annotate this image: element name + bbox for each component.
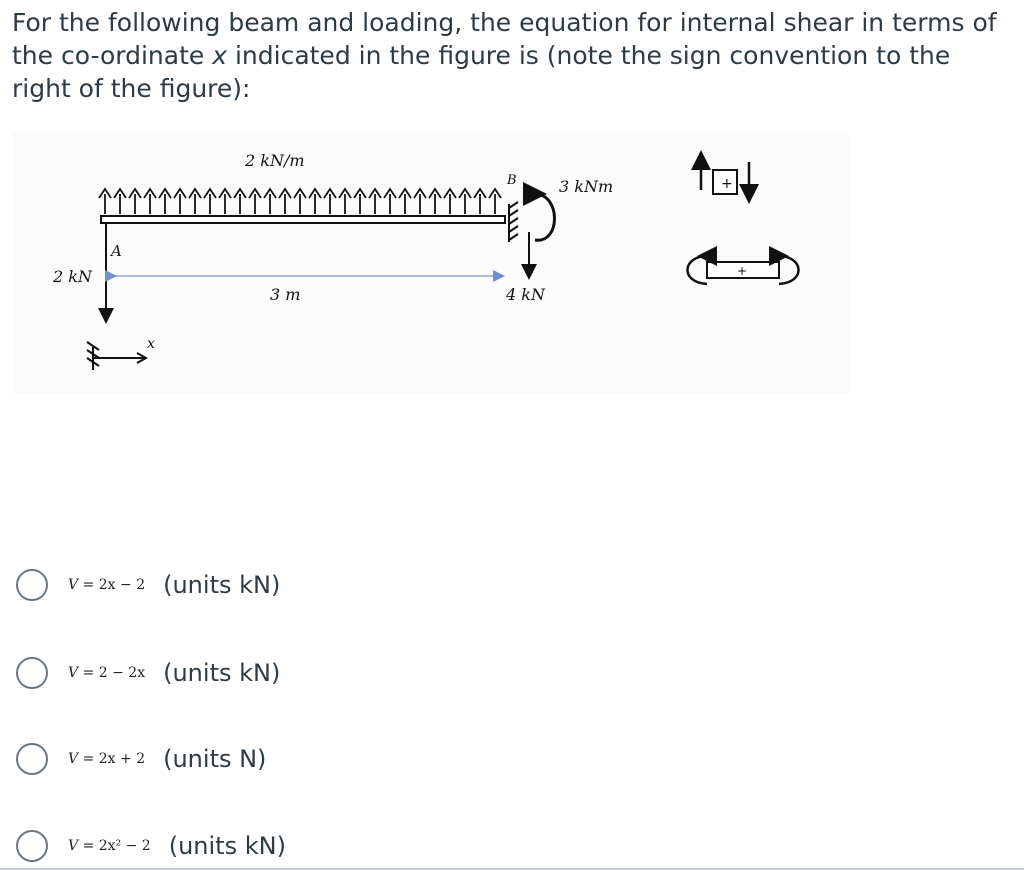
moment-arrow-icon <box>522 181 556 242</box>
radio-button-icon[interactable] <box>16 569 48 601</box>
option-units: (units kN) <box>163 571 281 599</box>
distributed-load-label: 2 kN/m <box>244 151 305 170</box>
option-equation: V = 2x − 2 <box>68 577 146 593</box>
question-text-part-2: indicated in the figure is (note the sig… <box>12 41 951 103</box>
option-equation: V = 2x + 2 <box>68 751 146 767</box>
moment-plus-sign: + <box>737 264 747 278</box>
answer-option-4[interactable]: V = 2x² − 2 (units kN) <box>16 828 286 864</box>
coordinate-axis-icon <box>86 341 149 370</box>
answer-option-1[interactable]: V = 2x − 2 (units kN) <box>16 567 280 603</box>
span-label: 3 m <box>270 285 300 304</box>
answer-option-3[interactable]: V = 2x + 2 (units N) <box>16 741 266 777</box>
beam <box>100 215 506 224</box>
answer-option-2[interactable]: V = 2 − 2x (units kN) <box>16 655 280 691</box>
option-equation: V = 2x² − 2 <box>68 838 151 854</box>
radio-button-icon[interactable] <box>16 743 48 775</box>
distributed-load-arrows <box>98 187 502 214</box>
radio-button-icon[interactable] <box>16 830 48 862</box>
shear-plus-sign: + <box>721 176 733 192</box>
radio-button-icon[interactable] <box>16 657 48 689</box>
question-text-part-1: For the following beam and loading, the … <box>12 8 997 70</box>
coordinate-label: x <box>147 336 155 352</box>
question-text: For the following beam and loading, the … <box>12 6 1016 105</box>
fixed-support-icon <box>508 201 519 242</box>
option-units: (units N) <box>163 745 267 773</box>
point-b-label: B <box>506 173 517 188</box>
moment-sign-convention <box>686 245 800 286</box>
option-units: (units kN) <box>168 832 286 860</box>
right-force-label: 4 kN <box>505 285 546 304</box>
shear-sign-convention <box>691 150 759 204</box>
option-equation: V = 2 − 2x <box>68 665 146 681</box>
moment-label: 3 kNm <box>559 177 613 196</box>
beam-figure: 2 kN/m B 3 kNm A 2 kN 3 m 4 kN x + + <box>13 132 849 394</box>
point-a-label: A <box>109 242 122 260</box>
option-units: (units kN) <box>163 659 281 687</box>
x-variable: x <box>212 41 228 70</box>
bottom-divider <box>0 868 1024 870</box>
beam-diagram: 2 kN/m B 3 kNm A 2 kN 3 m 4 kN x + + <box>52 150 800 370</box>
left-force-label: 2 kN <box>52 267 93 286</box>
